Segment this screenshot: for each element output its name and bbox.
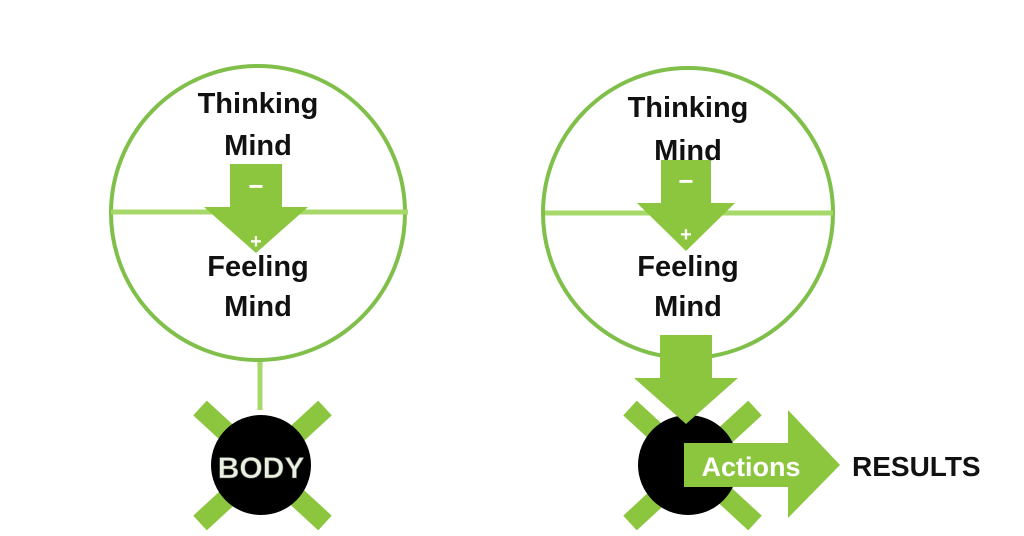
right-thinking-mind-label: Mind <box>654 135 722 167</box>
right-minus-sign: − <box>678 166 693 196</box>
left-thinking-label: Thinking <box>198 88 319 120</box>
right-feeling-label: Feeling <box>637 251 739 283</box>
right-actions-label: Actions <box>701 452 800 482</box>
left-body-label: BODY <box>218 452 305 485</box>
left-feeling-label: Feeling <box>207 251 309 283</box>
left-down-arrow <box>204 164 308 253</box>
left-minus-sign: − <box>248 171 263 201</box>
left-feeling-mind-label: Mind <box>224 291 292 323</box>
left-body-circle <box>211 415 311 515</box>
right-feeling-mind-label: Mind <box>654 291 722 323</box>
right-plus-sign: + <box>680 224 692 246</box>
right-diagram: − + Thinking Mind Feeling Mind Actions R… <box>541 66 981 531</box>
right-results-label: RESULTS <box>852 451 981 482</box>
left-diagram: − + Thinking Mind Feeling Mind BODY <box>109 64 408 531</box>
right-actions-arrow <box>684 410 840 518</box>
left-plus-sign: + <box>250 231 262 253</box>
right-thinking-label: Thinking <box>628 92 749 124</box>
right-down-arrow <box>637 160 735 251</box>
left-thinking-mind-label: Mind <box>224 130 292 162</box>
right-big-down-arrow <box>634 335 738 424</box>
